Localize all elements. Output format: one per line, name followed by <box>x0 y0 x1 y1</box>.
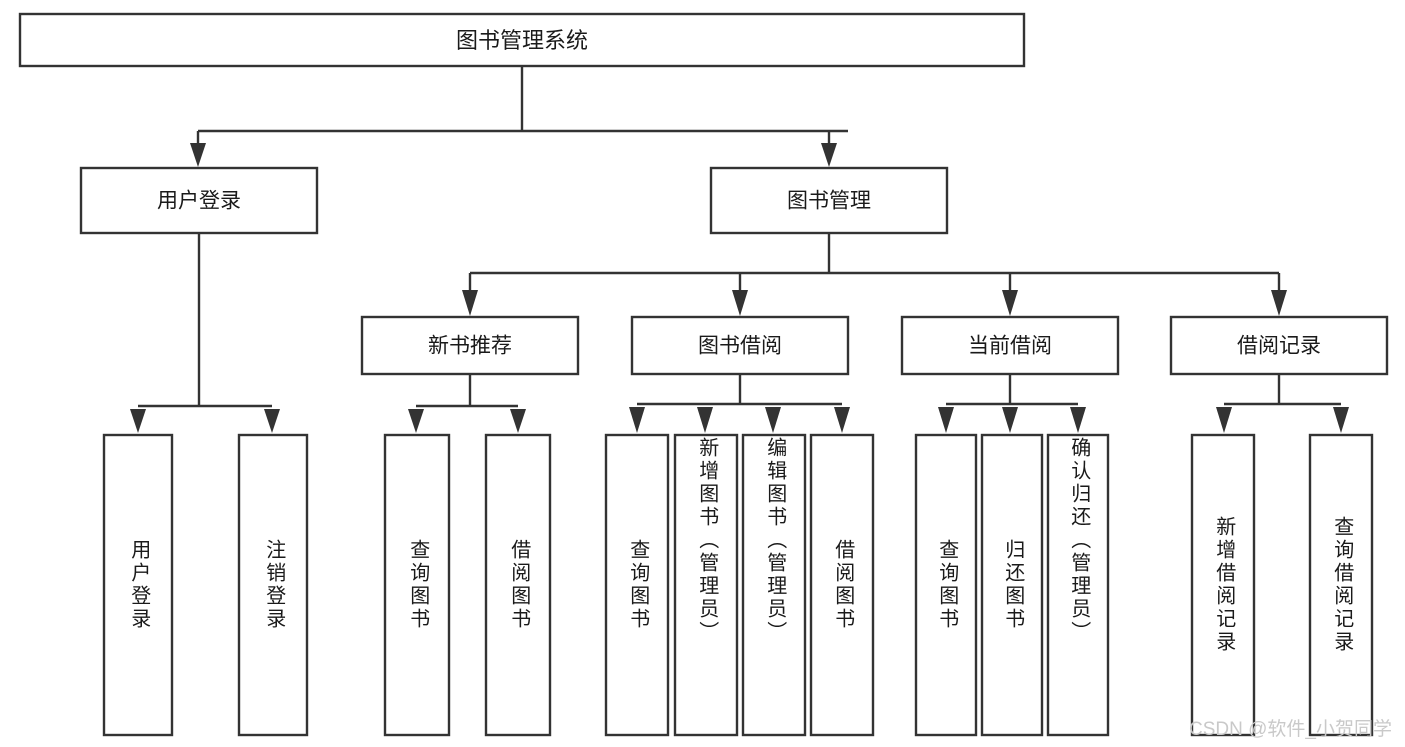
connector-userlogin-to-leaves <box>130 233 280 433</box>
leaf-box-edit-book[interactable] <box>741 433 807 737</box>
connector-root-to-level2 <box>190 66 848 167</box>
node-book-management[interactable]: 图书管理 <box>709 166 949 235</box>
leaf-box-query-book-1[interactable] <box>383 433 451 737</box>
connector-borrowrecord-to-leaves <box>1216 374 1349 433</box>
leaf-box-add-record[interactable] <box>1190 433 1256 737</box>
leaf-box-confirm-return[interactable] <box>1046 433 1110 737</box>
leaf-box-return-book[interactable] <box>980 433 1044 737</box>
connector-currentborrow-to-leaves <box>938 374 1086 433</box>
node-current-borrow-label: 当前借阅 <box>968 335 1052 358</box>
node-new-book-recommend-label: 新书推荐 <box>428 335 512 358</box>
connector-newbook-to-leaves <box>408 374 526 433</box>
leaf-box-borrow-book-2[interactable] <box>809 433 875 737</box>
connector-bookborrow-to-leaves <box>629 374 850 433</box>
leaf-box-add-book[interactable] <box>673 433 739 737</box>
node-current-borrow[interactable]: 当前借阅 <box>900 315 1120 376</box>
node-borrow-record[interactable]: 借阅记录 <box>1169 315 1389 376</box>
leaf-box-logout-login[interactable] <box>237 433 309 737</box>
leaf-box-query-record[interactable] <box>1308 433 1374 737</box>
node-user-login[interactable]: 用户登录 <box>79 166 319 235</box>
csdn-watermark: CSDN @软件_小贺同学 <box>1189 719 1392 740</box>
leaf-box-user-login[interactable] <box>102 433 174 737</box>
node-user-login-label: 用户登录 <box>157 190 241 213</box>
connector-bookmgmt-to-level3 <box>462 233 1287 316</box>
node-book-borrow[interactable]: 图书借阅 <box>630 315 850 376</box>
node-root-label: 图书管理系统 <box>456 28 588 53</box>
leaf-box-query-book-2[interactable] <box>604 433 670 737</box>
node-new-book-recommend[interactable]: 新书推荐 <box>360 315 580 376</box>
leaf-box-query-book-3[interactable] <box>914 433 978 737</box>
node-book-management-label: 图书管理 <box>787 190 871 213</box>
node-borrow-record-label: 借阅记录 <box>1237 335 1321 358</box>
node-root[interactable]: 图书管理系统 <box>18 12 1026 68</box>
leaf-box-borrow-book-1[interactable] <box>484 433 552 737</box>
node-book-borrow-label: 图书借阅 <box>698 335 782 358</box>
